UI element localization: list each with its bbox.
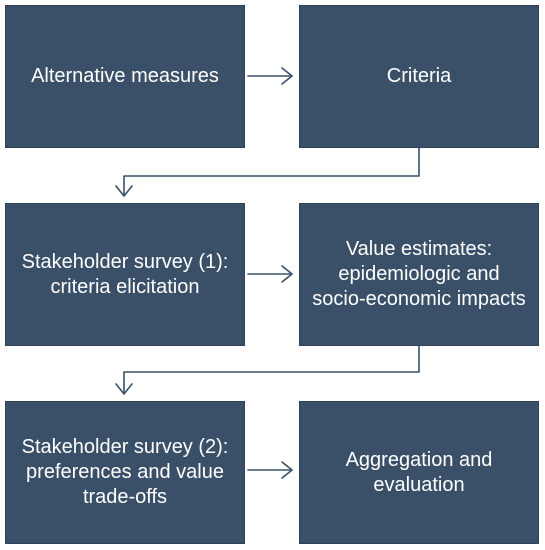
node-label: Stakeholder survey (1): criteria elicita… (21, 250, 229, 298)
node-value-estimates: Value estimates: epidemiologic and socio… (299, 203, 539, 346)
node-label: Criteria (386, 65, 452, 87)
arrow-value-estimates-to-survey-2 (115, 345, 420, 395)
arrow-survey-1-to-value-estimates (247, 265, 293, 283)
node-label: Alternative measures (31, 65, 219, 87)
node-label: Stakeholder survey (2): preferences and … (21, 436, 229, 508)
arrow-survey-2-to-aggregation (247, 461, 293, 479)
node-label: Value estimates: epidemiologic and socio… (312, 238, 526, 310)
arrow-criteria-to-survey-1 (115, 147, 420, 197)
node-aggregation-evaluation: Aggregation and evaluation (299, 401, 539, 544)
node-alternative-measures: Alternative measures (5, 5, 245, 148)
arrow-alternative-to-criteria (247, 67, 293, 85)
node-stakeholder-survey-1: Stakeholder survey (1): criteria elicita… (5, 203, 245, 346)
node-label: Aggregation and evaluation (345, 448, 493, 496)
node-criteria: Criteria (299, 5, 539, 148)
node-stakeholder-survey-2: Stakeholder survey (2): preferences and … (5, 401, 245, 544)
